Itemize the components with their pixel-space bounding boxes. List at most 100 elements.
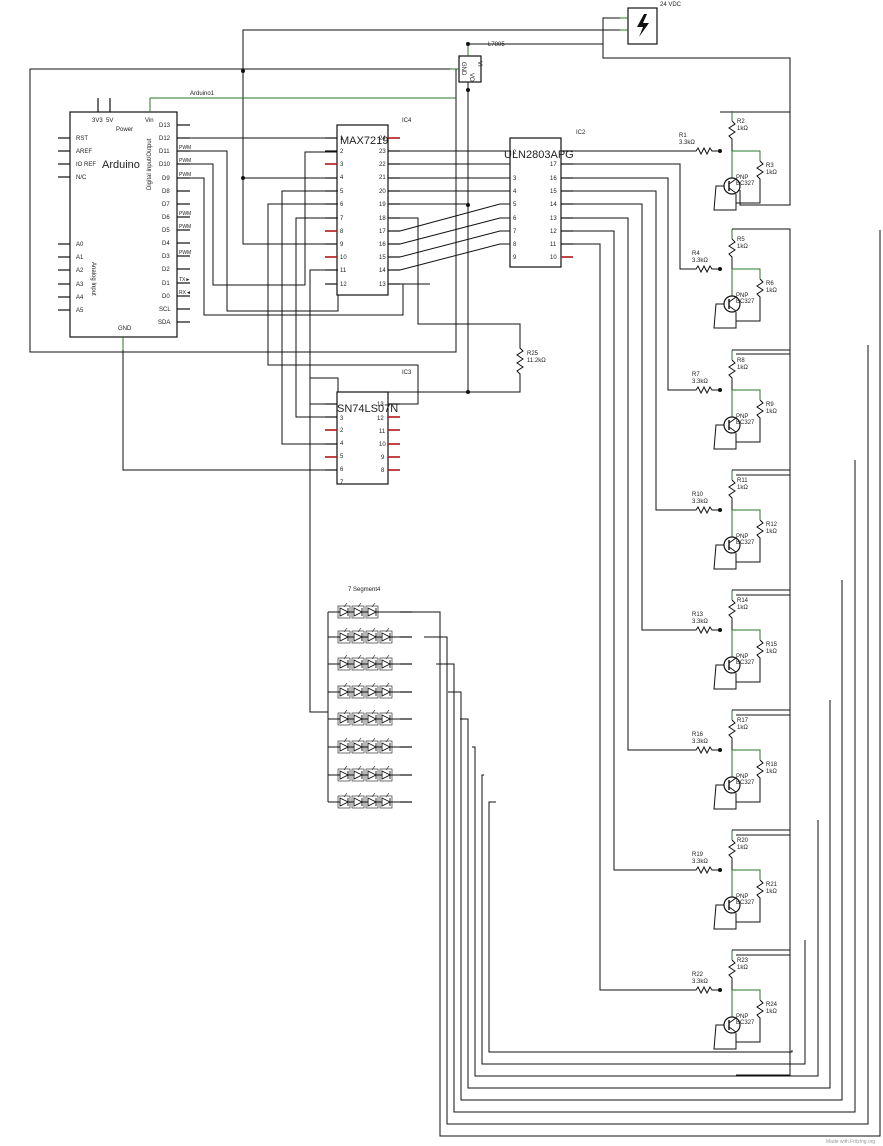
ic4-name: MAX7219	[340, 135, 388, 147]
arduino-3v3: 3V3	[92, 118, 103, 124]
power-supply: 24 VDC	[620, 2, 682, 45]
ic2-pin-2: 2	[513, 150, 517, 156]
led-segment	[337, 682, 351, 699]
lightning-icon	[637, 14, 649, 37]
pin-d7: D7	[162, 202, 170, 208]
ic3-pin-4: 4	[340, 441, 344, 447]
base-resistor-value: 3.3kΩ	[692, 379, 708, 385]
ic4-pin-22: 22	[379, 162, 386, 168]
ic3-pin-10: 10	[379, 442, 386, 448]
pin-d8: D8	[162, 189, 170, 195]
ic4-pin-3: 3	[340, 162, 344, 168]
pullup-resistor-value: 1kΩ	[737, 605, 748, 611]
led-segment	[351, 602, 365, 619]
ic4-pin-10: 10	[340, 255, 347, 261]
ic4-pin-21: 21	[379, 175, 386, 181]
arduino-gnd: GND	[118, 326, 132, 332]
ic3-pin-8: 8	[381, 468, 385, 474]
ic2-pin-14: 14	[550, 202, 557, 208]
shunt-resistor-value: 1kΩ	[766, 288, 777, 294]
pwm-d9: PWM	[179, 172, 191, 178]
ic4-ref: IC4	[402, 118, 412, 124]
rx-mark: RX◄	[179, 290, 191, 296]
pwm-d3: PWM	[179, 250, 191, 256]
ic3-sn74ls07n: SN74LS07N IC3 2 3 4 5 6 7 13 12 11 10 9 …	[325, 370, 412, 486]
led-segment	[379, 627, 393, 644]
shunt-resistor-ref: R12	[766, 522, 778, 528]
shunt-resistor-ref: R18	[766, 762, 778, 768]
pullup-resistor-value: 1kΩ	[737, 365, 748, 371]
pin-d0: D0	[162, 294, 170, 300]
transistor-type: PNP	[736, 293, 748, 299]
ic2-pin-11: 11	[550, 242, 557, 248]
led-segment	[351, 792, 365, 809]
reg-pin-vo: VO	[468, 73, 474, 82]
led-segment	[365, 627, 379, 644]
analog-label: Analog Input	[90, 262, 96, 296]
transistor-type: PNP	[736, 414, 748, 420]
ic4-pin-24: 24	[379, 136, 386, 142]
ic3-pin-12: 12	[377, 416, 384, 422]
led-segment	[351, 682, 365, 699]
base-resistor-value: 3.3kΩ	[679, 140, 695, 146]
arduino-vin: Vin	[145, 118, 154, 124]
reg-pin-gnd: GND	[460, 62, 466, 76]
ic2-pin-16: 16	[550, 176, 557, 182]
ic2-name: ULN2803APG	[504, 149, 574, 161]
pullup-resistor-ref: R14	[737, 598, 749, 604]
pullup-resistor-value: 1kΩ	[737, 485, 748, 491]
arduino-5v: 5V	[106, 118, 113, 124]
pin-d10: D10	[159, 162, 171, 168]
led-segment	[365, 737, 379, 754]
base-resistor-ref: R22	[692, 972, 704, 978]
transistor-type: PNP	[736, 175, 748, 181]
led-segment	[365, 682, 379, 699]
transistor-part: BC327	[736, 780, 755, 786]
tx-mark: TX►	[179, 277, 190, 283]
led-segment	[365, 709, 379, 726]
ic2-ref: IC2	[576, 130, 586, 136]
footer-credit: Made with Fritzing.org	[826, 1139, 875, 1145]
led-segment	[351, 654, 365, 671]
ic4-pin-4: 4	[340, 175, 344, 181]
base-resistor-ref: R7	[692, 372, 700, 378]
pwm-d5: PWM	[179, 224, 191, 230]
led-segment	[337, 765, 351, 782]
pin-d1: D1	[162, 281, 170, 287]
transistor-part: BC327	[736, 1020, 755, 1026]
r25-value: 11.2kΩ	[527, 358, 546, 364]
shunt-resistor-value: 1kΩ	[766, 649, 777, 655]
shunt-resistor-ref: R3	[766, 163, 774, 169]
ic4-pin-20: 20	[379, 189, 386, 195]
pin-scl: SCL	[159, 307, 171, 313]
ic4-body	[336, 124, 389, 296]
ic4-pin-7: 7	[340, 216, 344, 222]
shunt-resistor-value: 1kΩ	[766, 529, 777, 535]
ic2-pin-13: 13	[550, 216, 557, 222]
pullup-resistor-ref: R20	[737, 838, 749, 844]
transistor-type: PNP	[736, 894, 748, 900]
pin-nc: N/C	[76, 175, 87, 181]
ic2-uln2803: ULN2803APG IC2 2 3 4 5 6 7 8 9 17 16 15 …	[504, 130, 586, 268]
led-segment	[379, 654, 393, 671]
r25-resistor: R25 11.2kΩ	[468, 340, 546, 393]
pullup-resistor-value: 1kΩ	[737, 126, 748, 132]
pullup-resistor-ref: R17	[737, 718, 749, 724]
led-segment	[379, 682, 393, 699]
pullup-resistor-ref: R5	[737, 237, 745, 243]
transistor-part: BC327	[736, 900, 755, 906]
ic2-body	[509, 137, 562, 268]
led-segment	[337, 737, 351, 754]
ic4-pin-14: 14	[379, 268, 386, 274]
ic2-pin-6: 6	[513, 216, 517, 222]
led-segment	[337, 709, 351, 726]
transistor-part: BC327	[736, 420, 755, 426]
pin-aref: AREF	[76, 149, 92, 155]
ic2-pin-7: 7	[513, 229, 517, 235]
ic3-ref: IC3	[402, 370, 412, 376]
ic2-pin-4: 4	[513, 189, 517, 195]
ic4-pin-1: 1	[340, 136, 344, 142]
ic4-pin-18: 18	[379, 216, 386, 222]
